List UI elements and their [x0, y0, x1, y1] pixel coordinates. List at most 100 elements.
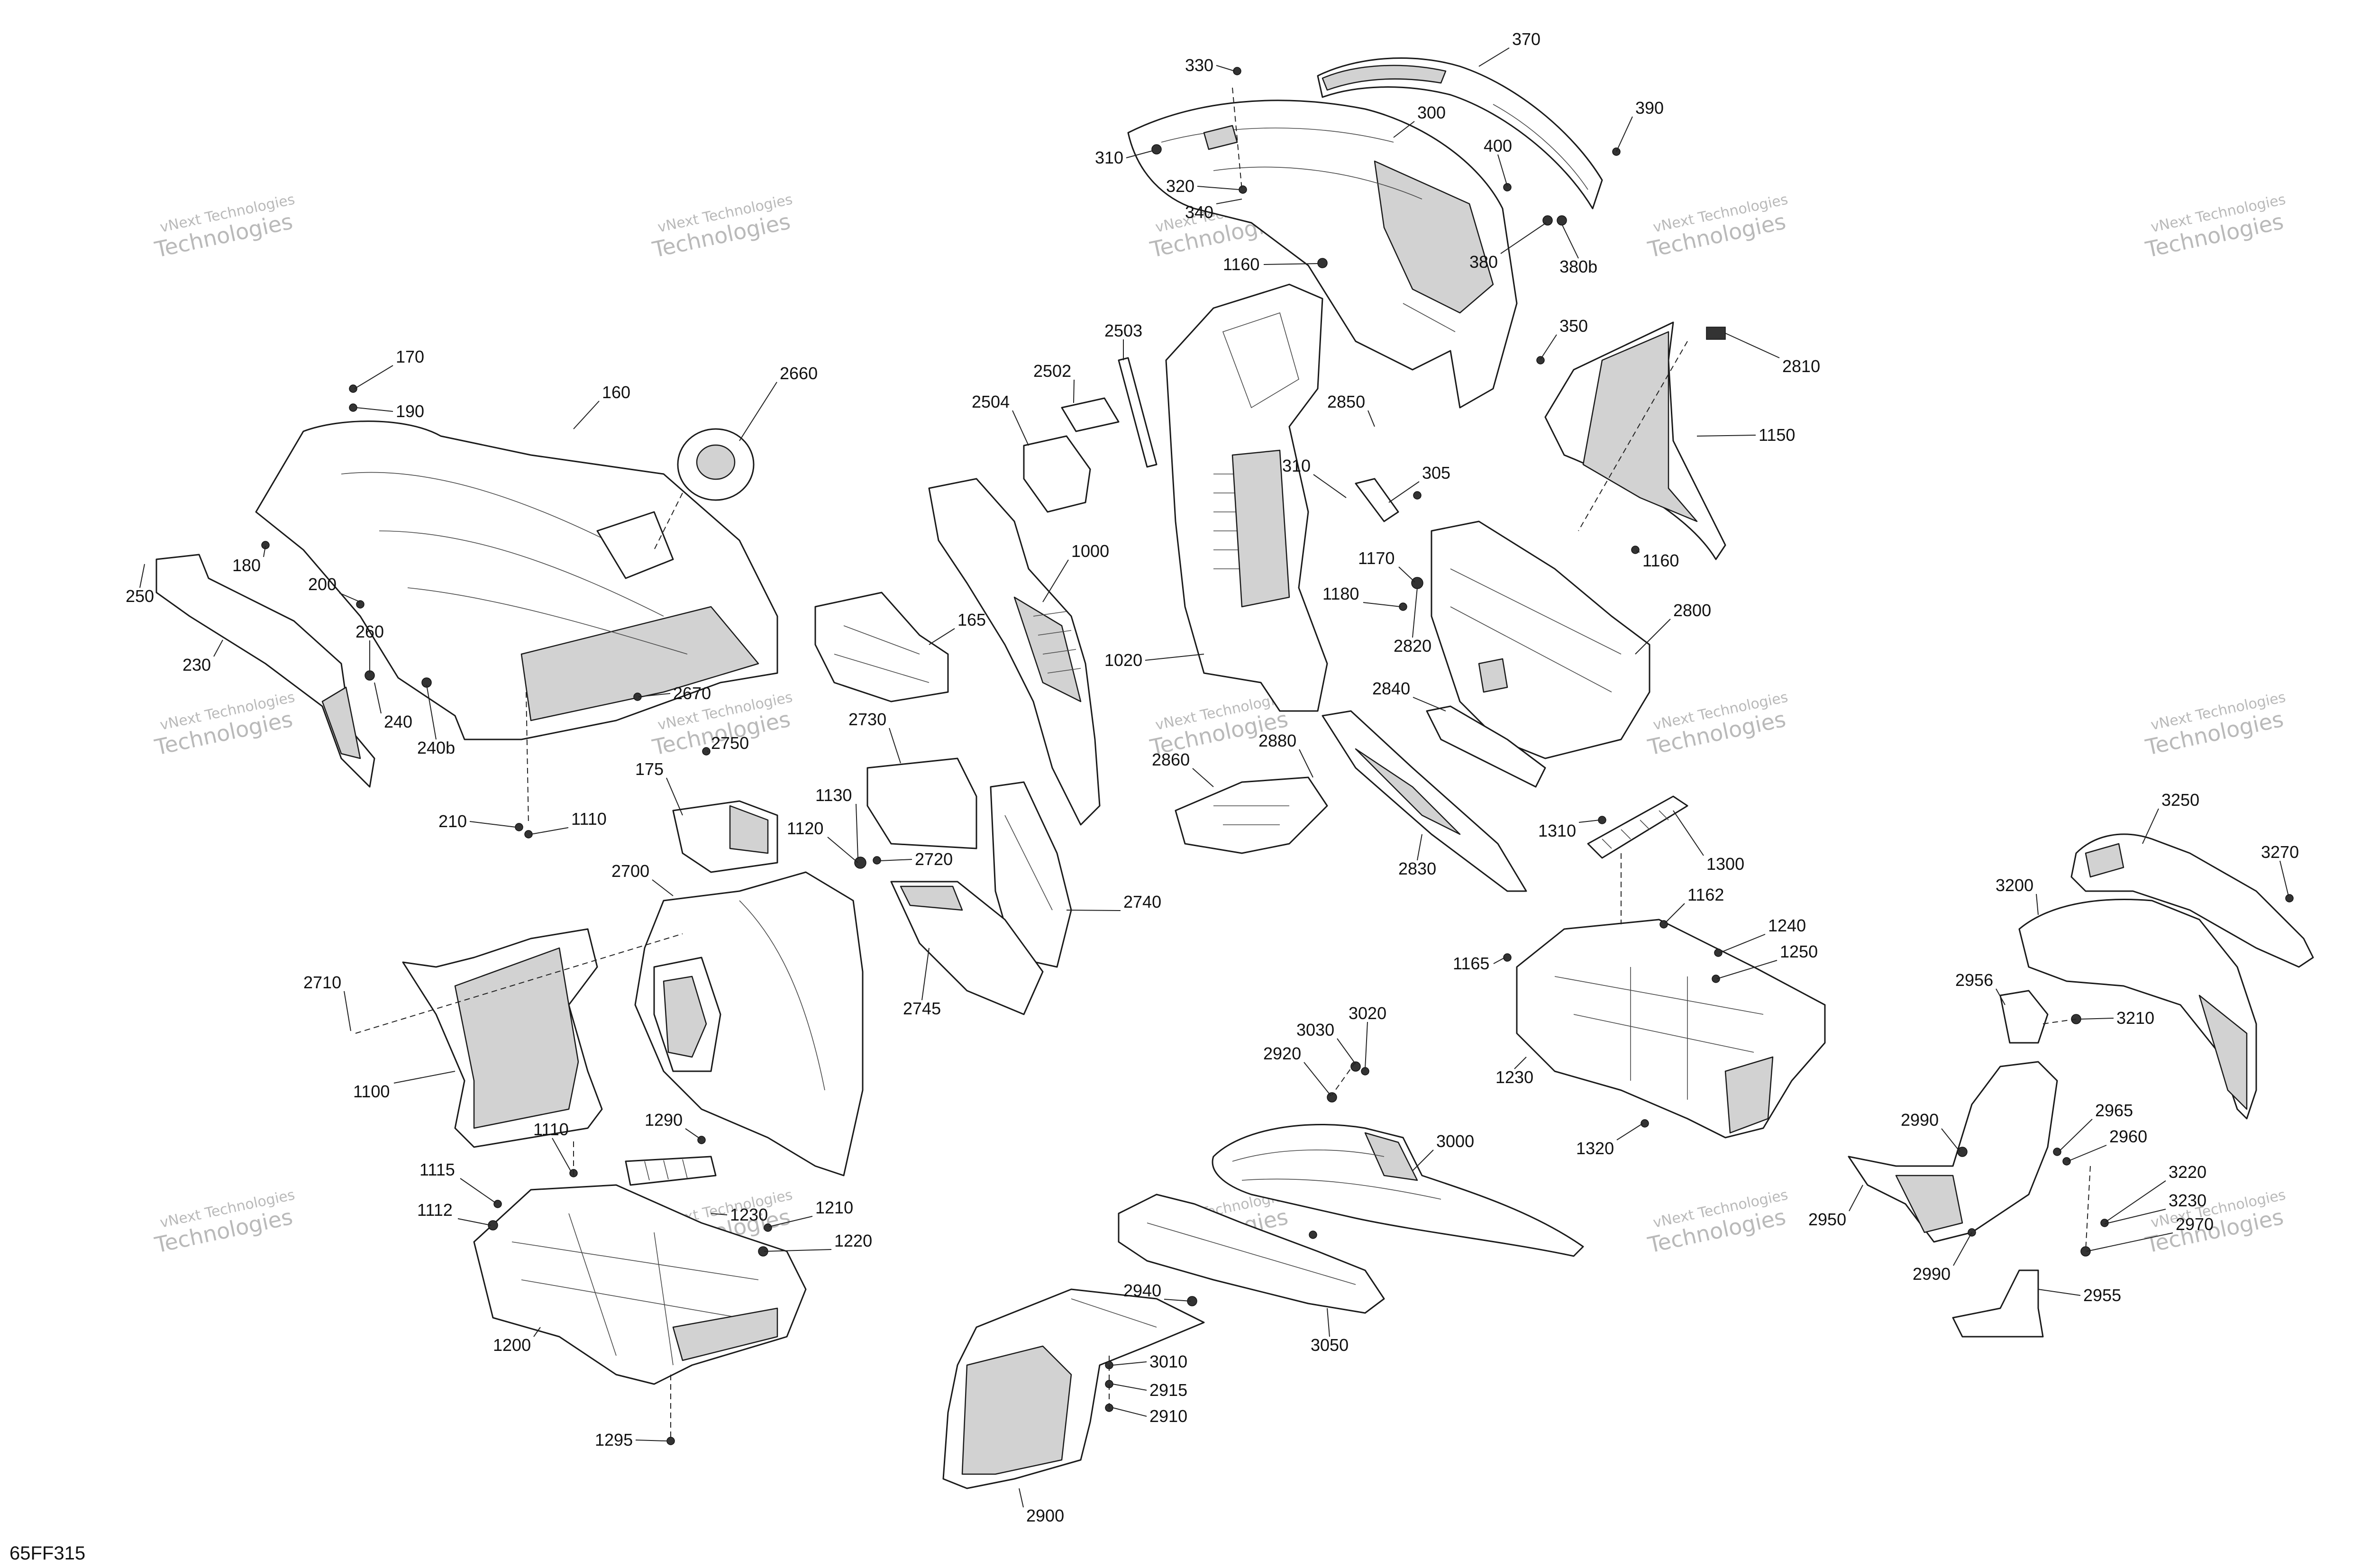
leader-line-240b: [426, 684, 437, 740]
leader-line-1250: [1716, 960, 1778, 979]
leader-line-200: [339, 593, 361, 602]
leader-line-1320: [1616, 1123, 1643, 1140]
leader-line-1220: [764, 1249, 832, 1252]
leader-line-1210: [768, 1216, 813, 1227]
callout-2750: 2750: [711, 733, 749, 753]
part-2745-panel: [890, 881, 1044, 1015]
leader-line-1112: [457, 1218, 492, 1226]
callout-260: 260: [356, 622, 384, 641]
callout-310: 310: [1282, 456, 1311, 475]
callout-3250: 3250: [2161, 790, 2199, 810]
callout-2504: 2504: [972, 392, 1010, 411]
leader-line-3010: [1112, 1361, 1147, 1366]
part-2502-pad: [1061, 397, 1120, 432]
callout-1162: 1162: [1687, 885, 1724, 904]
leader-line-1150: [1696, 435, 1756, 437]
callout-190: 190: [396, 401, 424, 421]
leader-line-1295: [635, 1440, 668, 1441]
part-2700-rear-fender: [634, 871, 864, 1176]
leader-line-160: [573, 401, 600, 429]
callout-2990: 2990: [1913, 1264, 1951, 1284]
callout-200: 200: [308, 574, 337, 594]
callout-370: 370: [1512, 29, 1540, 49]
leader-line-300: [1393, 121, 1415, 138]
leader-line-1200: [533, 1327, 541, 1337]
callout-1230: 1230: [730, 1205, 768, 1224]
callout-1200: 1200: [493, 1335, 531, 1355]
leader-line-330: [1216, 65, 1235, 72]
callout-3030: 3030: [1296, 1020, 1334, 1039]
leader-line-390: [1616, 116, 1633, 152]
callout-1120: 1120: [787, 819, 823, 838]
part-2950-rear-bracket: [1848, 1061, 2058, 1243]
part-1100-side-panel: [402, 928, 603, 1148]
part-3000-seat: [1212, 1124, 1584, 1257]
leader-line-1240: [1719, 934, 1766, 953]
callout-330: 330: [1185, 55, 1213, 75]
leader-line-3230: [2104, 1209, 2166, 1224]
leader-line-340: [1216, 199, 1242, 204]
leader-line-1130: [856, 803, 858, 859]
callout-2965: 2965: [2095, 1101, 2133, 1120]
callout-2820: 2820: [1394, 636, 1431, 656]
leader-line-1120: [827, 837, 858, 863]
callout-3230: 3230: [2169, 1191, 2206, 1210]
callout-1220: 1220: [834, 1231, 872, 1250]
callout-1295: 1295: [595, 1430, 633, 1449]
leader-line-2990: [1941, 1128, 1960, 1152]
leader-line-3210: [2079, 1018, 2114, 1020]
callout-2940: 2940: [1123, 1281, 1161, 1300]
callout-2850: 2850: [1327, 392, 1365, 411]
leader-line-2956: [1996, 988, 2005, 1005]
leader-line-2750: [707, 751, 709, 752]
callout-1180: 1180: [1322, 584, 1359, 603]
diagram-reference-id: 65FF315: [9, 1543, 85, 1564]
callout-1115: 1115: [419, 1160, 455, 1179]
part-300-front-fascia: [1127, 100, 1518, 409]
callout-320: 320: [1166, 176, 1194, 196]
callout-2502: 2502: [1033, 361, 1071, 381]
callout-1100: 1100: [353, 1082, 390, 1101]
leader-line-2660: [739, 382, 777, 441]
leader-line-1000: [1042, 559, 1069, 602]
callout-380b: 380b: [1559, 257, 1597, 276]
leader-line-250: [139, 564, 145, 588]
callout-1000: 1000: [1071, 541, 1109, 561]
leader-line-2504: [1012, 410, 1029, 446]
callout-175: 175: [635, 759, 664, 779]
leader-line-2910: [1112, 1407, 1147, 1417]
callout-2956: 2956: [1955, 970, 1993, 990]
callout-1300: 1300: [1706, 854, 1744, 874]
leader-line-1100: [393, 1071, 456, 1084]
leader-line-210: [469, 821, 516, 828]
leader-line-180: [263, 546, 266, 557]
part-1150-side-panel: [1544, 321, 1726, 560]
part-2830-trim: [1322, 710, 1527, 892]
callout-1112: 1112: [417, 1200, 453, 1220]
callout-3000: 3000: [1436, 1131, 1474, 1151]
hardware-fasteners: [261, 67, 2294, 1445]
callout-230: 230: [182, 655, 211, 675]
callout-1160: 1160: [1223, 255, 1259, 274]
leader-line-175: [666, 777, 683, 816]
callout-390: 390: [1635, 98, 1664, 118]
callout-1210: 1210: [815, 1198, 853, 1217]
leader-line-1162: [1664, 903, 1685, 924]
callout-3050: 3050: [1311, 1335, 1349, 1355]
leader-line-1110: [552, 1138, 572, 1172]
leader-line-1110: [530, 827, 569, 835]
part-1290-footrest-grille: [625, 1156, 717, 1186]
part-3200-rear-fender: [2018, 899, 2257, 1120]
callout-210: 210: [438, 811, 467, 831]
callout-2880: 2880: [1258, 731, 1296, 750]
leader-line-1160: [1636, 550, 1640, 553]
part-1020-central-frame: [1165, 283, 1328, 712]
part-2503-strip: [1118, 357, 1158, 468]
leader-line-2730: [889, 728, 901, 764]
leader-line-2955: [2038, 1289, 2081, 1296]
part-1200-left-footwell: [473, 1184, 807, 1385]
callout-1110: 1110: [533, 1120, 569, 1139]
assembly-dashed-lines: [355, 87, 2091, 1441]
part-2860-bracket: [1175, 776, 1328, 854]
